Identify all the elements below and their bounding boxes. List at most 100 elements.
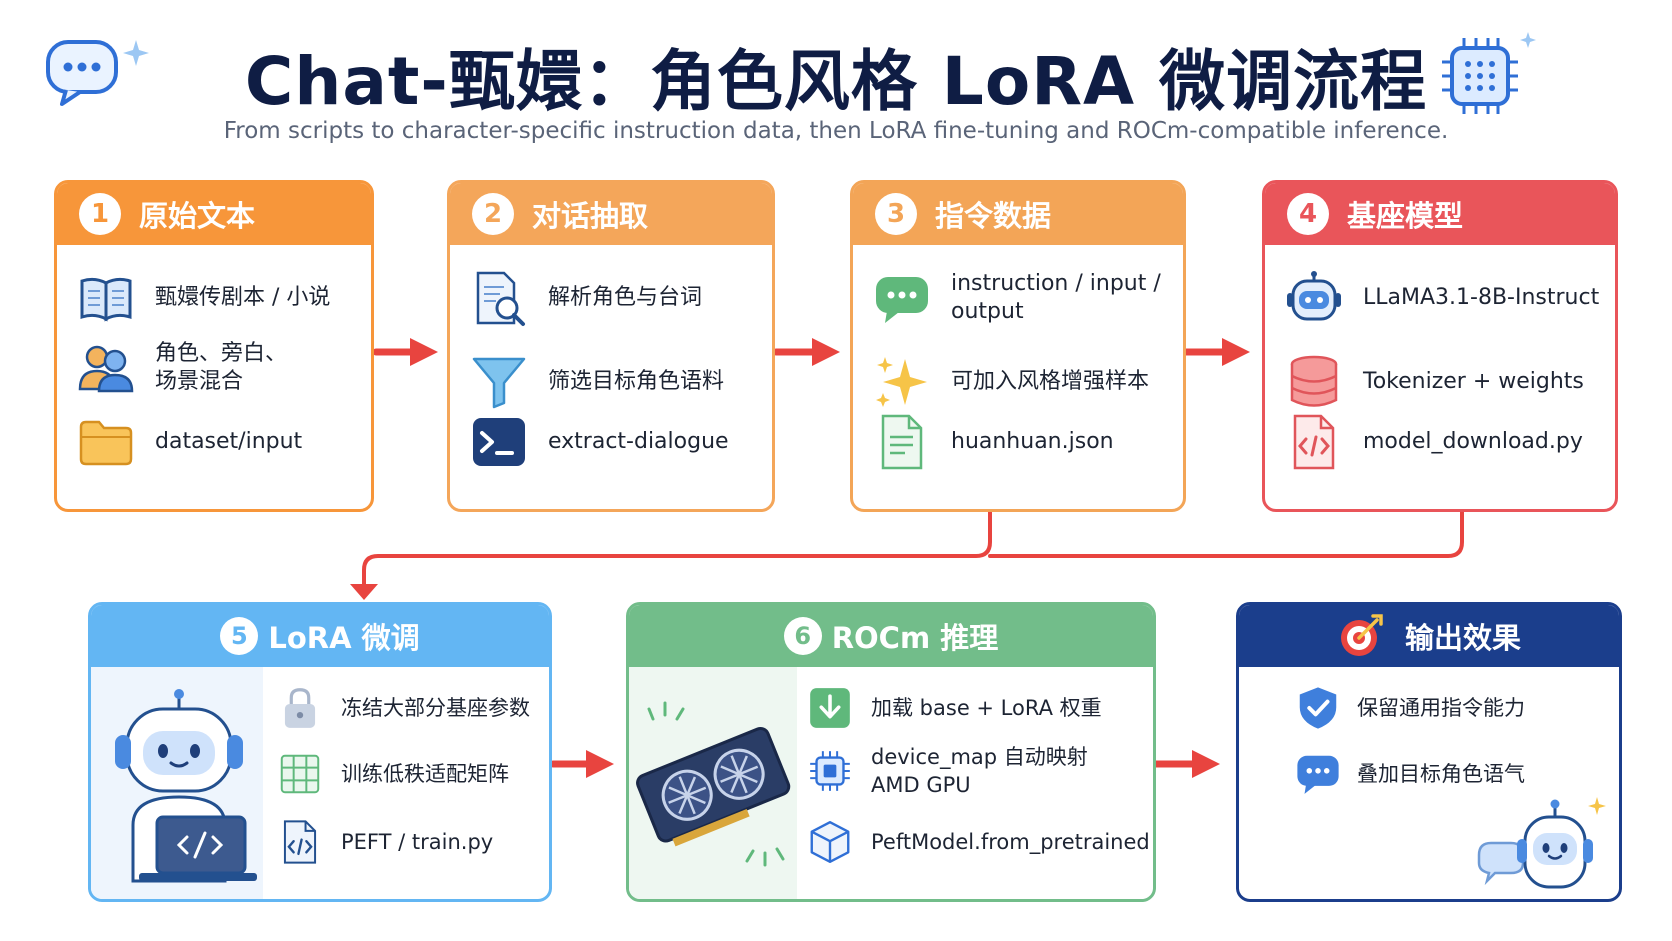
code-file-icon <box>1285 413 1343 471</box>
list-item: extract-dialogue <box>470 413 729 471</box>
filter-icon <box>470 353 528 411</box>
step-header-4: 4 基座模型 <box>1265 183 1615 245</box>
robot-head-icon <box>1285 269 1343 327</box>
list-item: 训练低秩适配矩阵 <box>277 751 509 797</box>
item-label: 甄嬛传剧本 / 小说 <box>155 285 331 310</box>
script-file-icon <box>277 819 323 865</box>
robot-mascot-icon <box>1477 797 1606 889</box>
step-header-2: 2 对话抽取 <box>450 183 772 245</box>
document-search-icon <box>470 269 528 327</box>
sparkle-icon <box>873 353 931 411</box>
item-label-line2: output <box>951 299 1024 324</box>
step-card-1: 1 原始文本 甄嬛传剧本 / 小说 角色、旁白、场景混合 dataset/inp… <box>54 180 374 512</box>
gpu-card-icon <box>636 701 791 867</box>
page-title: Chat-甄嬛：角色风格 LoRA 微调流程 <box>244 43 1428 120</box>
list-item: 角色、旁白、场景混合 <box>77 339 287 397</box>
step-header-1: 1 原始文本 <box>57 183 371 245</box>
item-label-line1: 角色、旁白、 <box>155 341 288 366</box>
list-item: huanhuan.json <box>873 413 1114 471</box>
robot-with-laptop-icon <box>115 689 257 883</box>
item-label: huanhuan.json <box>951 429 1114 454</box>
list-item: 可加入风格增强样本 <box>873 353 1149 411</box>
list-item: 冻结大部分基座参数 <box>277 685 530 731</box>
item-label: 筛选目标角色语料 <box>548 369 725 394</box>
chat-bubble-icon <box>873 269 931 327</box>
item-label: 保留通用指令能力 <box>1357 696 1525 720</box>
item-label: 叠加目标角色语气 <box>1357 762 1525 786</box>
item-label: Tokenizer + weights <box>1363 369 1584 394</box>
step-header-6: 6 ROCm 推理 <box>629 605 1153 667</box>
chip-logo-icon <box>1442 32 1536 114</box>
step-number-6: 6 <box>783 617 822 655</box>
list-item: 加载 base + LoRA 权重 <box>807 685 1102 731</box>
chip-icon <box>807 748 853 794</box>
download-icon <box>807 685 853 731</box>
connector-step4-down <box>988 510 1464 558</box>
item-label: 训练低秩适配矩阵 <box>341 762 509 786</box>
matrix-grid-icon <box>277 751 323 797</box>
item-label-line2: AMD GPU <box>871 773 971 797</box>
chat-bubble-logo-icon <box>46 40 149 106</box>
step-card-2: 2 对话抽取 解析角色与台词 筛选目标角色语料 extract-dialogue <box>447 180 775 512</box>
lock-icon <box>277 685 323 731</box>
chat-bubble-icon <box>1295 751 1341 797</box>
step-title-6: ROCm 推理 <box>831 621 999 655</box>
json-file-icon <box>873 413 931 471</box>
database-icon <box>1285 353 1343 411</box>
list-item: model_download.py <box>1285 413 1583 471</box>
shield-check-icon <box>1295 685 1341 731</box>
step-card-4: 4 基座模型 LLaMA3.1-8B-Instruct Tokenizer + … <box>1262 180 1618 512</box>
item-label: PeftModel.from_pretrained <box>871 830 1150 854</box>
item-label: 可加入风格增强样本 <box>951 369 1150 394</box>
item-label-line1: device_map 自动映射 <box>871 745 1088 769</box>
list-item: 解析角色与台词 <box>470 269 702 327</box>
connector-step3-down <box>362 510 992 590</box>
step-title-4: 基座模型 <box>1347 199 1464 233</box>
step-number-2: 2 <box>472 193 514 235</box>
step-header-5: 5 LoRA 微调 <box>91 605 549 667</box>
list-item: 保留通用指令能力 <box>1295 685 1525 731</box>
terminal-icon <box>470 413 528 471</box>
step-title-2: 对话抽取 <box>532 199 649 233</box>
item-label-line1: instruction / input / <box>951 271 1161 296</box>
list-item: dataset/input <box>77 413 302 471</box>
step-number-3: 3 <box>875 193 917 235</box>
item-label: model_download.py <box>1363 429 1583 454</box>
step-card-output: 输出效果 保留通用指令能力 叠加目标角色语气 <box>1236 602 1622 902</box>
list-item: PEFT / train.py <box>277 819 493 865</box>
folder-icon <box>77 413 135 471</box>
step-title-output: 输出效果 <box>1404 621 1521 655</box>
book-icon <box>77 269 135 327</box>
list-item: LLaMA3.1-8B-Instruct <box>1285 269 1599 327</box>
item-label: dataset/input <box>155 429 303 454</box>
step-title-1: 原始文本 <box>139 199 256 233</box>
item-label-line2: 场景混合 <box>155 369 244 394</box>
list-item: device_map 自动映射 AMD GPU <box>807 743 1088 799</box>
item-label: extract-dialogue <box>548 429 729 454</box>
list-item: Tokenizer + weights <box>1285 353 1584 411</box>
item-label: 加载 base + LoRA 权重 <box>871 696 1102 720</box>
step-title-3: 指令数据 <box>935 199 1052 233</box>
step-number-1: 1 <box>79 193 121 235</box>
item-label: LLaMA3.1-8B-Instruct <box>1363 285 1600 310</box>
target-icon <box>1340 614 1383 656</box>
step-card-5: 5 LoRA 微调 冻结大部分基座参数 训练低秩适配矩阵 PEFT / trai… <box>88 602 552 902</box>
list-item: 筛选目标角色语料 <box>470 353 724 411</box>
step-card-3: 3 指令数据 instruction / input / output 可加入风格… <box>850 180 1186 512</box>
connector-arrowhead <box>350 584 378 600</box>
item-label: 解析角色与台词 <box>548 285 703 310</box>
list-item: 叠加目标角色语气 <box>1295 751 1525 797</box>
item-label: 冻结大部分基座参数 <box>341 696 530 720</box>
step-number-4: 4 <box>1287 193 1329 235</box>
step-card-6: 6 ROCm 推理 加载 base + LoRA 权重 device_map <box>626 602 1156 902</box>
step-header-output: 输出效果 <box>1239 605 1619 667</box>
list-item: 甄嬛传剧本 / 小说 <box>77 269 330 327</box>
step-title-5: LoRA 微调 <box>268 621 420 655</box>
item-label: PEFT / train.py <box>341 830 494 854</box>
step-number-5: 5 <box>220 617 259 655</box>
list-item: instruction / input / output <box>873 269 1161 327</box>
cube-icon <box>807 819 853 865</box>
list-item: PeftModel.from_pretrained <box>807 819 1150 865</box>
people-icon <box>77 339 135 397</box>
